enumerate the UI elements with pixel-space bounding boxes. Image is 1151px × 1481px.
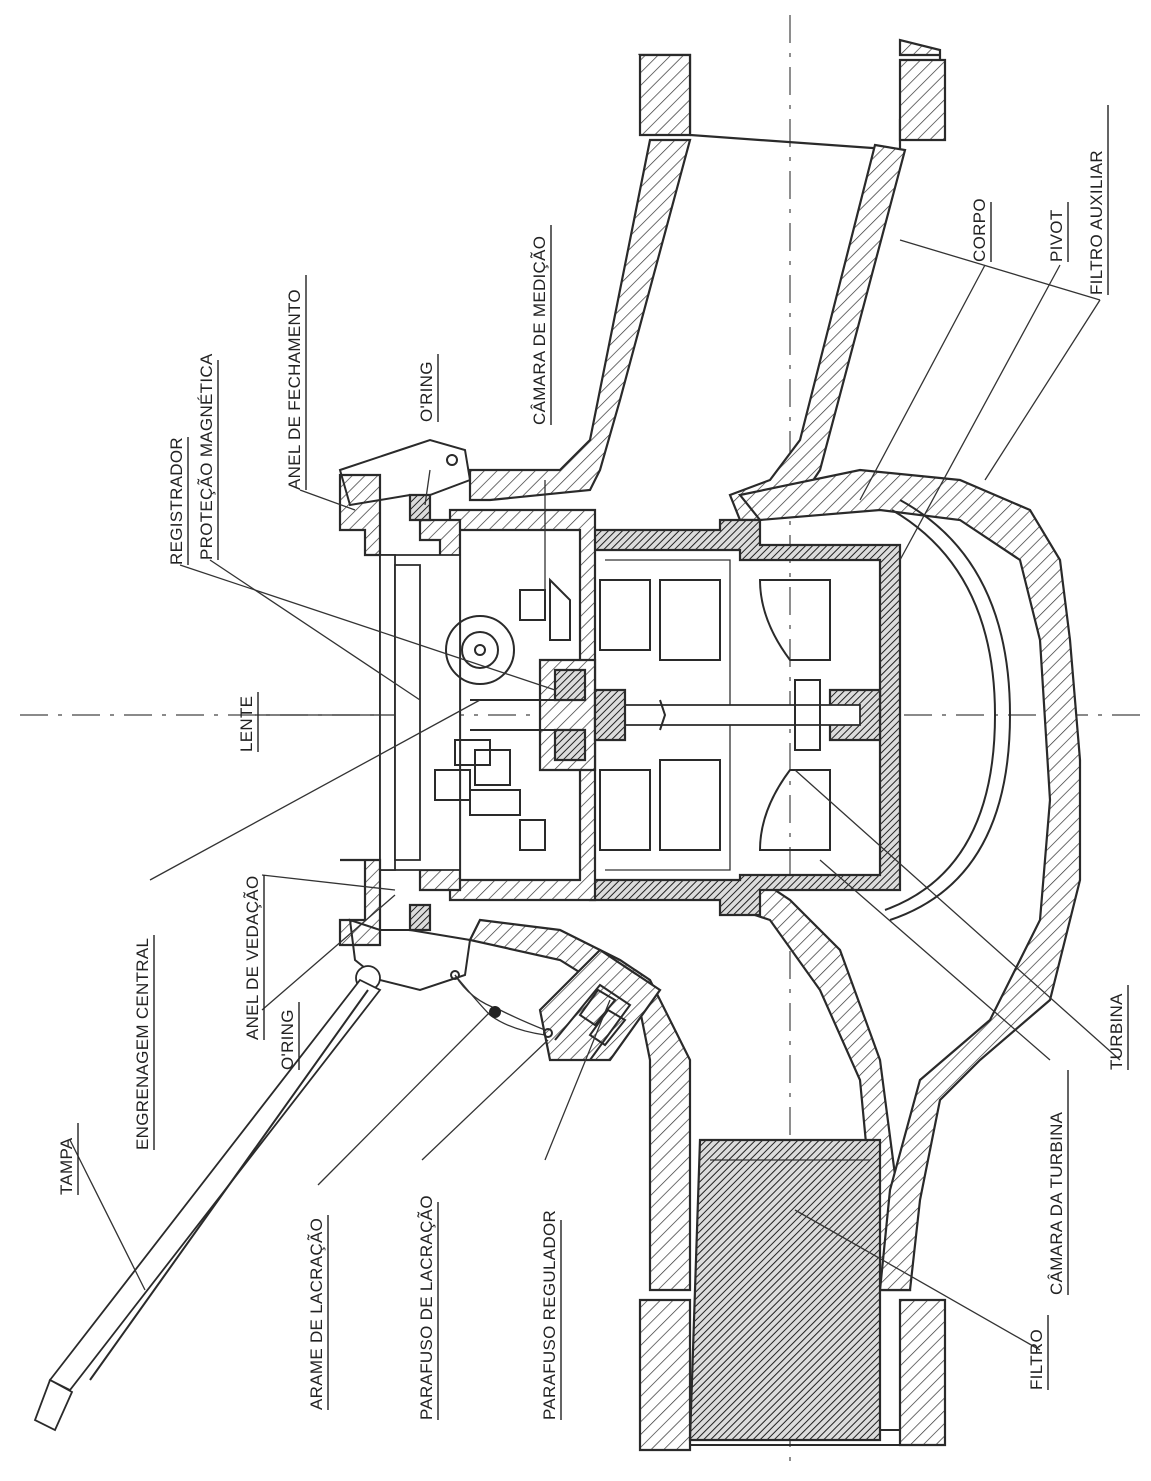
label-engrenagem-central: ENGRENAGEM CENTRAL xyxy=(133,938,152,1150)
meter-body xyxy=(468,38,1082,1452)
labels: TAMPA ENGRENAGEM CENTRAL ANEL DE VEDAÇÃO… xyxy=(57,105,1129,1420)
label-lente: LENTE xyxy=(237,696,256,752)
label-corpo: CORPO xyxy=(970,198,989,262)
label-registrador: REGISTRADOR xyxy=(167,437,186,565)
label-filtro: FILTRO xyxy=(1027,1329,1046,1390)
hinged-lid xyxy=(33,965,382,1432)
label-turbina: TURBINA xyxy=(1107,993,1126,1070)
leader-lines xyxy=(69,239,1121,1351)
label-filtro-auxiliar: FILTRO AUXILIAR xyxy=(1087,150,1106,295)
label-anel-de-vedacao: ANEL DE VEDAÇÃO xyxy=(243,876,262,1040)
label-pivot: PIVOT xyxy=(1047,209,1066,262)
label-o-ring-upper: O'RING xyxy=(417,361,436,422)
label-o-ring-lower: O'RING xyxy=(278,1009,297,1070)
label-parafuso-regulador: PARAFUSO REGULADOR xyxy=(540,1210,559,1420)
label-camara-de-medicao: CÂMARA DE MEDIÇÃO xyxy=(530,236,549,425)
label-camara-da-turbina: CÂMARA DA TURBINA xyxy=(1047,1111,1066,1295)
inlet-filter xyxy=(688,1138,882,1442)
label-protecao-magnetica: PROTEÇÃO MAGNÉTICA xyxy=(197,353,216,560)
label-tampa: TAMPA xyxy=(57,1137,76,1195)
label-arame-de-lacracao: ARAME DE LACRAÇÃO xyxy=(307,1218,326,1410)
label-anel-de-fechamento: ANEL DE FECHAMENTO xyxy=(285,289,304,490)
regulator-screw-assembly xyxy=(450,948,662,1062)
label-parafuso-de-lacracao: PARAFUSO DE LACRAÇÃO xyxy=(417,1195,436,1420)
turbine-chamber xyxy=(588,518,902,917)
auxiliary-filter xyxy=(884,499,1012,921)
